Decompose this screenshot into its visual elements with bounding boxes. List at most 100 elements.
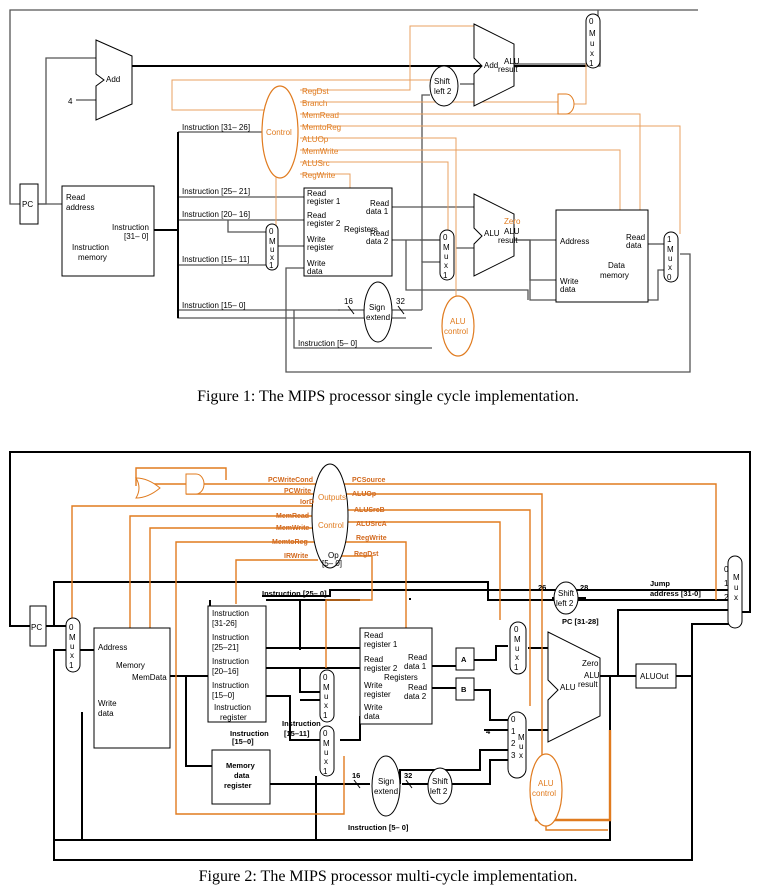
svg-text:x: x	[324, 757, 328, 766]
svg-text:x: x	[444, 261, 448, 270]
svg-text:Instruction: Instruction	[212, 633, 249, 642]
f1-sig-regwrite: RegWrite	[302, 171, 336, 180]
f1-sig-memtoreg: MemtoReg	[302, 123, 341, 132]
svg-text:ALUOp: ALUOp	[352, 491, 376, 498]
svg-text:Add: Add	[484, 61, 498, 70]
svg-text:Outputs: Outputs	[318, 493, 346, 502]
f1-instr-31-26: Instruction [31– 26]	[182, 123, 250, 132]
f2-or-gate	[135, 477, 161, 499]
svg-text:[25–21]: [25–21]	[212, 643, 239, 652]
svg-text:Write: Write	[98, 699, 117, 708]
svg-text:data: data	[364, 712, 380, 721]
svg-text:ALU: ALU	[450, 317, 466, 326]
svg-text:Instruction: Instruction	[282, 719, 321, 728]
svg-text:[5– 0]: [5– 0]	[322, 559, 342, 568]
f2-iord-mux	[65, 617, 81, 673]
svg-text:Zero: Zero	[582, 659, 599, 668]
svg-text:1: 1	[724, 579, 729, 588]
svg-text:left 2: left 2	[556, 599, 574, 608]
f1-register-file	[303, 187, 393, 277]
f1-im-instruction: Instruction	[112, 223, 149, 232]
svg-text:u: u	[590, 39, 594, 48]
svg-text:control: control	[532, 789, 556, 798]
f1-control-label: Control	[266, 128, 292, 137]
svg-text:data 2: data 2	[404, 692, 427, 701]
f2-pcsource-mux	[727, 555, 743, 629]
figure1-diagram: PC Add 4 Read address Instruction [31– 0…	[9, 9, 698, 373]
svg-text:data: data	[234, 771, 250, 780]
f1-pc-adder	[95, 39, 133, 121]
svg-text:Registers: Registers	[384, 673, 418, 682]
f2-memory	[93, 627, 171, 749]
svg-text:Read: Read	[307, 211, 326, 220]
svg-text:PCSource: PCSource	[352, 477, 386, 484]
svg-text:A: A	[461, 655, 467, 664]
svg-text:u: u	[668, 254, 672, 263]
svg-text:u: u	[270, 245, 274, 254]
svg-text:left 2: left 2	[430, 787, 448, 796]
svg-text:u: u	[734, 583, 738, 592]
svg-text:0: 0	[724, 565, 729, 574]
svg-text:Shift: Shift	[558, 589, 575, 598]
svg-text:1: 1	[514, 663, 519, 672]
svg-text:M: M	[323, 739, 330, 748]
svg-text:PCWrite: PCWrite	[284, 488, 311, 495]
f1-im-name2: memory	[78, 253, 107, 262]
svg-text:Shift: Shift	[432, 777, 449, 786]
svg-text:RegWrite: RegWrite	[356, 535, 387, 542]
svg-text:register: register	[220, 713, 247, 722]
svg-text:0: 0	[589, 17, 594, 26]
f1-sig-regdst: RegDst	[302, 87, 329, 96]
svg-text:ALUSrcA: ALUSrcA	[356, 521, 387, 528]
f2-register-b	[455, 677, 475, 701]
svg-text:M: M	[733, 573, 740, 582]
svg-text:ALU: ALU	[484, 229, 500, 238]
f2-instr-5-0: Instruction [5– 0]	[348, 823, 409, 832]
svg-text:x: x	[324, 701, 328, 710]
svg-text:u: u	[70, 642, 74, 651]
f1-alusrc-mux	[439, 229, 455, 281]
f1-instr-15-11: Instruction [15– 11]	[182, 255, 249, 264]
svg-text:data: data	[626, 241, 642, 250]
f1-sig-alusrc: ALUSrc	[302, 159, 330, 168]
f2-control-unit	[311, 463, 349, 569]
svg-text:1: 1	[511, 727, 516, 736]
f2-pc-label: PC	[31, 623, 42, 632]
f1-pc-label: PC	[22, 200, 33, 209]
svg-text:M: M	[589, 29, 596, 38]
svg-text:MemWrite: MemWrite	[276, 525, 309, 532]
svg-text:Control: Control	[318, 521, 344, 530]
svg-text:[15–0]: [15–0]	[212, 691, 234, 700]
svg-text:extend: extend	[374, 787, 398, 796]
f2-alusrca-mux	[509, 621, 527, 675]
svg-text:result: result	[578, 680, 598, 689]
f2-shift-left-2-upper	[553, 581, 579, 615]
f1-add-label: Add	[106, 75, 120, 84]
svg-text:Zero: Zero	[504, 217, 521, 226]
svg-text:Write: Write	[364, 703, 383, 712]
svg-text:extend: extend	[366, 313, 390, 322]
svg-text:Instruction: Instruction	[214, 703, 251, 712]
svg-text:M: M	[518, 733, 525, 742]
svg-text:PCWriteCond: PCWriteCond	[268, 477, 313, 484]
svg-text:control: control	[444, 327, 468, 336]
svg-text:IorD: IorD	[300, 499, 314, 506]
svg-text:Read: Read	[408, 653, 427, 662]
svg-text:B: B	[461, 685, 467, 694]
svg-text:Op: Op	[328, 551, 339, 560]
svg-text:u: u	[324, 748, 328, 757]
svg-text:1: 1	[269, 261, 274, 270]
f1-bits16: 16	[344, 297, 353, 306]
f2-aluout-register	[635, 663, 677, 689]
svg-text:left 2: left 2	[434, 87, 452, 96]
svg-text:Read: Read	[307, 189, 326, 198]
svg-text:Data: Data	[608, 261, 625, 270]
svg-text:Write: Write	[364, 681, 383, 690]
svg-text:x: x	[668, 263, 672, 272]
f2-instruction-register	[207, 605, 267, 723]
svg-text:memory: memory	[600, 271, 629, 280]
f1-sig-memread: MemRead	[302, 111, 339, 120]
svg-text:M: M	[323, 683, 330, 692]
svg-text:Memory: Memory	[226, 761, 256, 770]
